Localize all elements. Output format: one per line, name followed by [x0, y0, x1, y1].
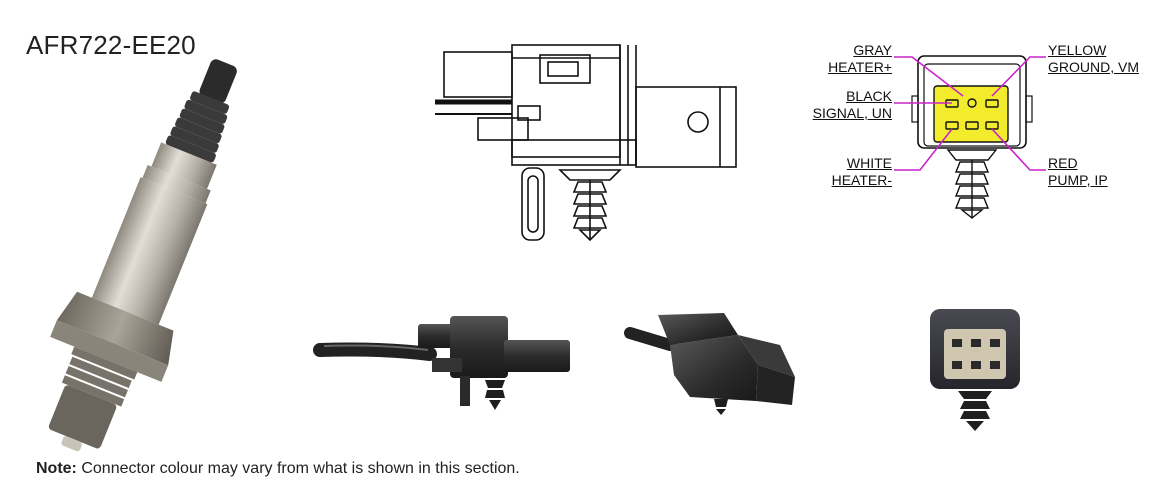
leader-gray [894, 56, 964, 97]
connector-side-view-drawing [435, 44, 737, 242]
connector-photo-front [930, 309, 1020, 431]
connector-photo-side [313, 316, 570, 410]
pin-label-yellow-color: YELLOW [1048, 42, 1107, 58]
pin-label-red-function: PUMP, IP [1048, 172, 1108, 188]
oxygen-sensor-photo [48, 59, 237, 452]
pin-label-gray: GRAY HEATER+ [780, 42, 892, 76]
pin-label-gray-function: HEATER+ [828, 59, 892, 75]
leader-red [991, 128, 1046, 171]
pin-label-black-function: SIGNAL, UN [812, 105, 892, 121]
pin-label-white-function: HEATER- [831, 172, 892, 188]
leader-yellow [991, 56, 1046, 97]
leader-white [894, 128, 953, 171]
pin-label-black-color: BLACK [846, 88, 892, 104]
connector-pinout-drawing [911, 55, 1033, 219]
connector-photo-angled [624, 313, 795, 415]
pin-label-red-color: RED [1048, 155, 1078, 171]
pin-label-black: BLACK SIGNAL, UN [780, 88, 892, 122]
pin-label-gray-color: GRAY [853, 42, 892, 58]
footnote-label: Note: [36, 460, 77, 477]
pin-label-yellow: YELLOW GROUND, VM [1048, 42, 1139, 76]
pin-label-white-color: WHITE [846, 155, 892, 171]
pin-label-red: RED PUMP, IP [1048, 155, 1108, 189]
footnote: Note: Connector colour may vary from wha… [36, 460, 520, 478]
part-number-title: AFR722-EE20 [26, 30, 196, 60]
pin-label-yellow-function: GROUND, VM [1048, 59, 1139, 75]
pin-label-white: WHITE HEATER- [780, 155, 892, 189]
footnote-text: Connector colour may vary from what is s… [76, 460, 520, 477]
